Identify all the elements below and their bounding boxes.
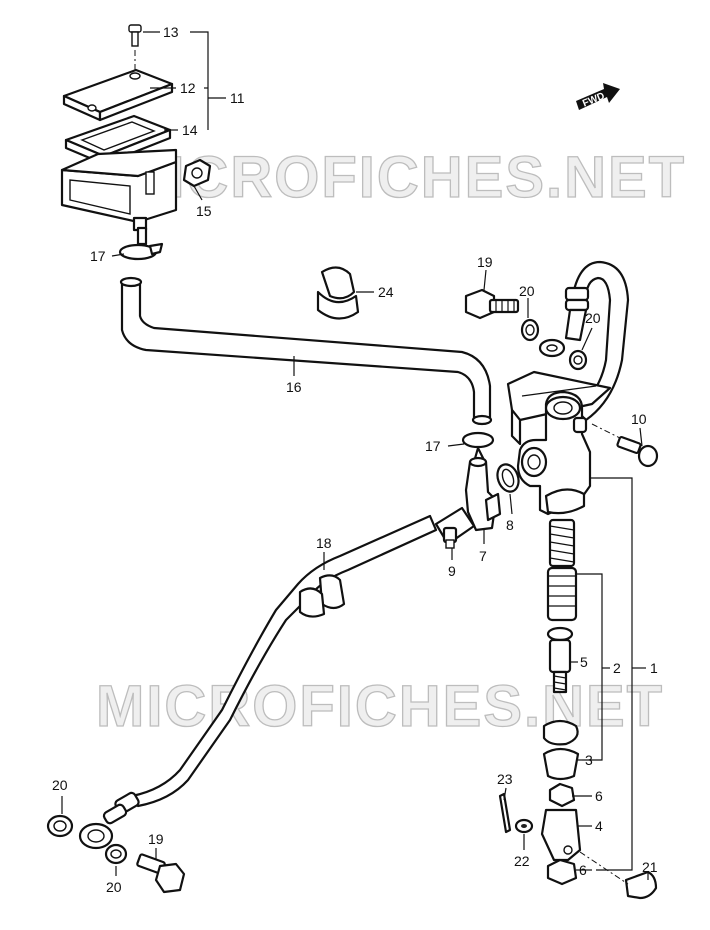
brake-hose-18	[78, 514, 438, 850]
callout-20-upper-b: 20	[585, 310, 601, 326]
nut-6-lower	[546, 858, 578, 886]
callout-12: 12	[180, 80, 196, 96]
o-ring-8	[496, 463, 520, 493]
washer-20-lower-a	[46, 814, 74, 838]
washer-20-lower-b	[104, 843, 128, 865]
callout-23: 23	[497, 771, 513, 787]
callout-11: 11	[230, 90, 245, 106]
callout-14: 14	[182, 122, 198, 138]
mount-bolt-axis	[591, 423, 625, 441]
mount-bolt-10	[616, 436, 659, 468]
callout-5: 5	[580, 654, 588, 670]
callout-20-upper-a: 20	[519, 283, 535, 299]
callout-15: 15	[196, 203, 212, 219]
return-spring	[548, 518, 576, 568]
clevis-4	[540, 808, 582, 862]
callout-21: 21	[642, 859, 658, 875]
reservoir-bolt-15	[182, 158, 212, 188]
callout-18: 18	[316, 535, 332, 551]
clevis-pin-axis	[579, 851, 629, 885]
callout-20-lower-b: 20	[106, 879, 122, 895]
callout-8: 8	[506, 517, 514, 533]
callout-7: 7	[479, 548, 487, 564]
washer-22	[514, 818, 534, 834]
fwd-label: FWD	[581, 91, 606, 110]
hose-guide-clamp-24	[316, 266, 360, 320]
washer-20-upper-a	[520, 318, 540, 342]
banjo-bolt-19-lower	[136, 853, 186, 894]
callout-24: 24	[378, 284, 394, 300]
callout-1: 1	[650, 660, 658, 676]
reservoir-hose-16	[119, 276, 493, 426]
callout-4: 4	[595, 818, 603, 834]
watermark-top: MICROFICHES.NET	[118, 145, 686, 210]
callout-6-upper: 6	[595, 788, 603, 804]
watermark-top-fill: MICROFICHES.NET	[118, 145, 686, 210]
nut-6-upper	[548, 782, 576, 808]
callout-13: 13	[163, 24, 179, 40]
callout-9: 9	[448, 563, 456, 579]
callout-19-lower: 19	[148, 831, 164, 847]
reservoir-cap-12	[62, 68, 174, 122]
banjo-bolt-19-upper	[464, 288, 520, 320]
master-cylinder-body	[516, 390, 592, 516]
reservoir-body	[60, 148, 178, 246]
reservoir-connector-7	[464, 456, 502, 532]
dust-boot-3	[542, 747, 580, 781]
callout-17-upper: 17	[90, 248, 106, 264]
callout-2: 2	[613, 660, 621, 676]
callout-10: 10	[631, 411, 647, 427]
hose-clamp-17-upper	[118, 242, 164, 261]
callout-19-upper: 19	[477, 254, 493, 270]
callout-17-lower: 17	[425, 438, 441, 454]
callout-6-lower: 6	[579, 862, 587, 878]
washer-20-upper-b	[568, 349, 588, 371]
piston-5	[546, 626, 574, 694]
callout-22: 22	[514, 853, 530, 869]
clevis-pin-21	[624, 870, 658, 900]
callout-labels: 13 12 11 14 15 17 24 16 19 20 20 10 17 8…	[52, 24, 658, 895]
fwd-arrow-icon: FWD	[576, 83, 620, 110]
cotter-pin-23	[498, 792, 512, 834]
callout-16: 16	[286, 379, 302, 395]
watermark-bottom: MICROFICHES.NET	[96, 674, 664, 739]
reservoir-screw-13	[128, 24, 142, 92]
circlip	[542, 719, 579, 746]
callout-3: 3	[585, 752, 593, 768]
leader-lines	[61, 31, 649, 880]
piston-cup	[546, 566, 578, 622]
hose-fitting-9	[434, 506, 476, 549]
callout-20-lower-a: 20	[52, 777, 68, 793]
